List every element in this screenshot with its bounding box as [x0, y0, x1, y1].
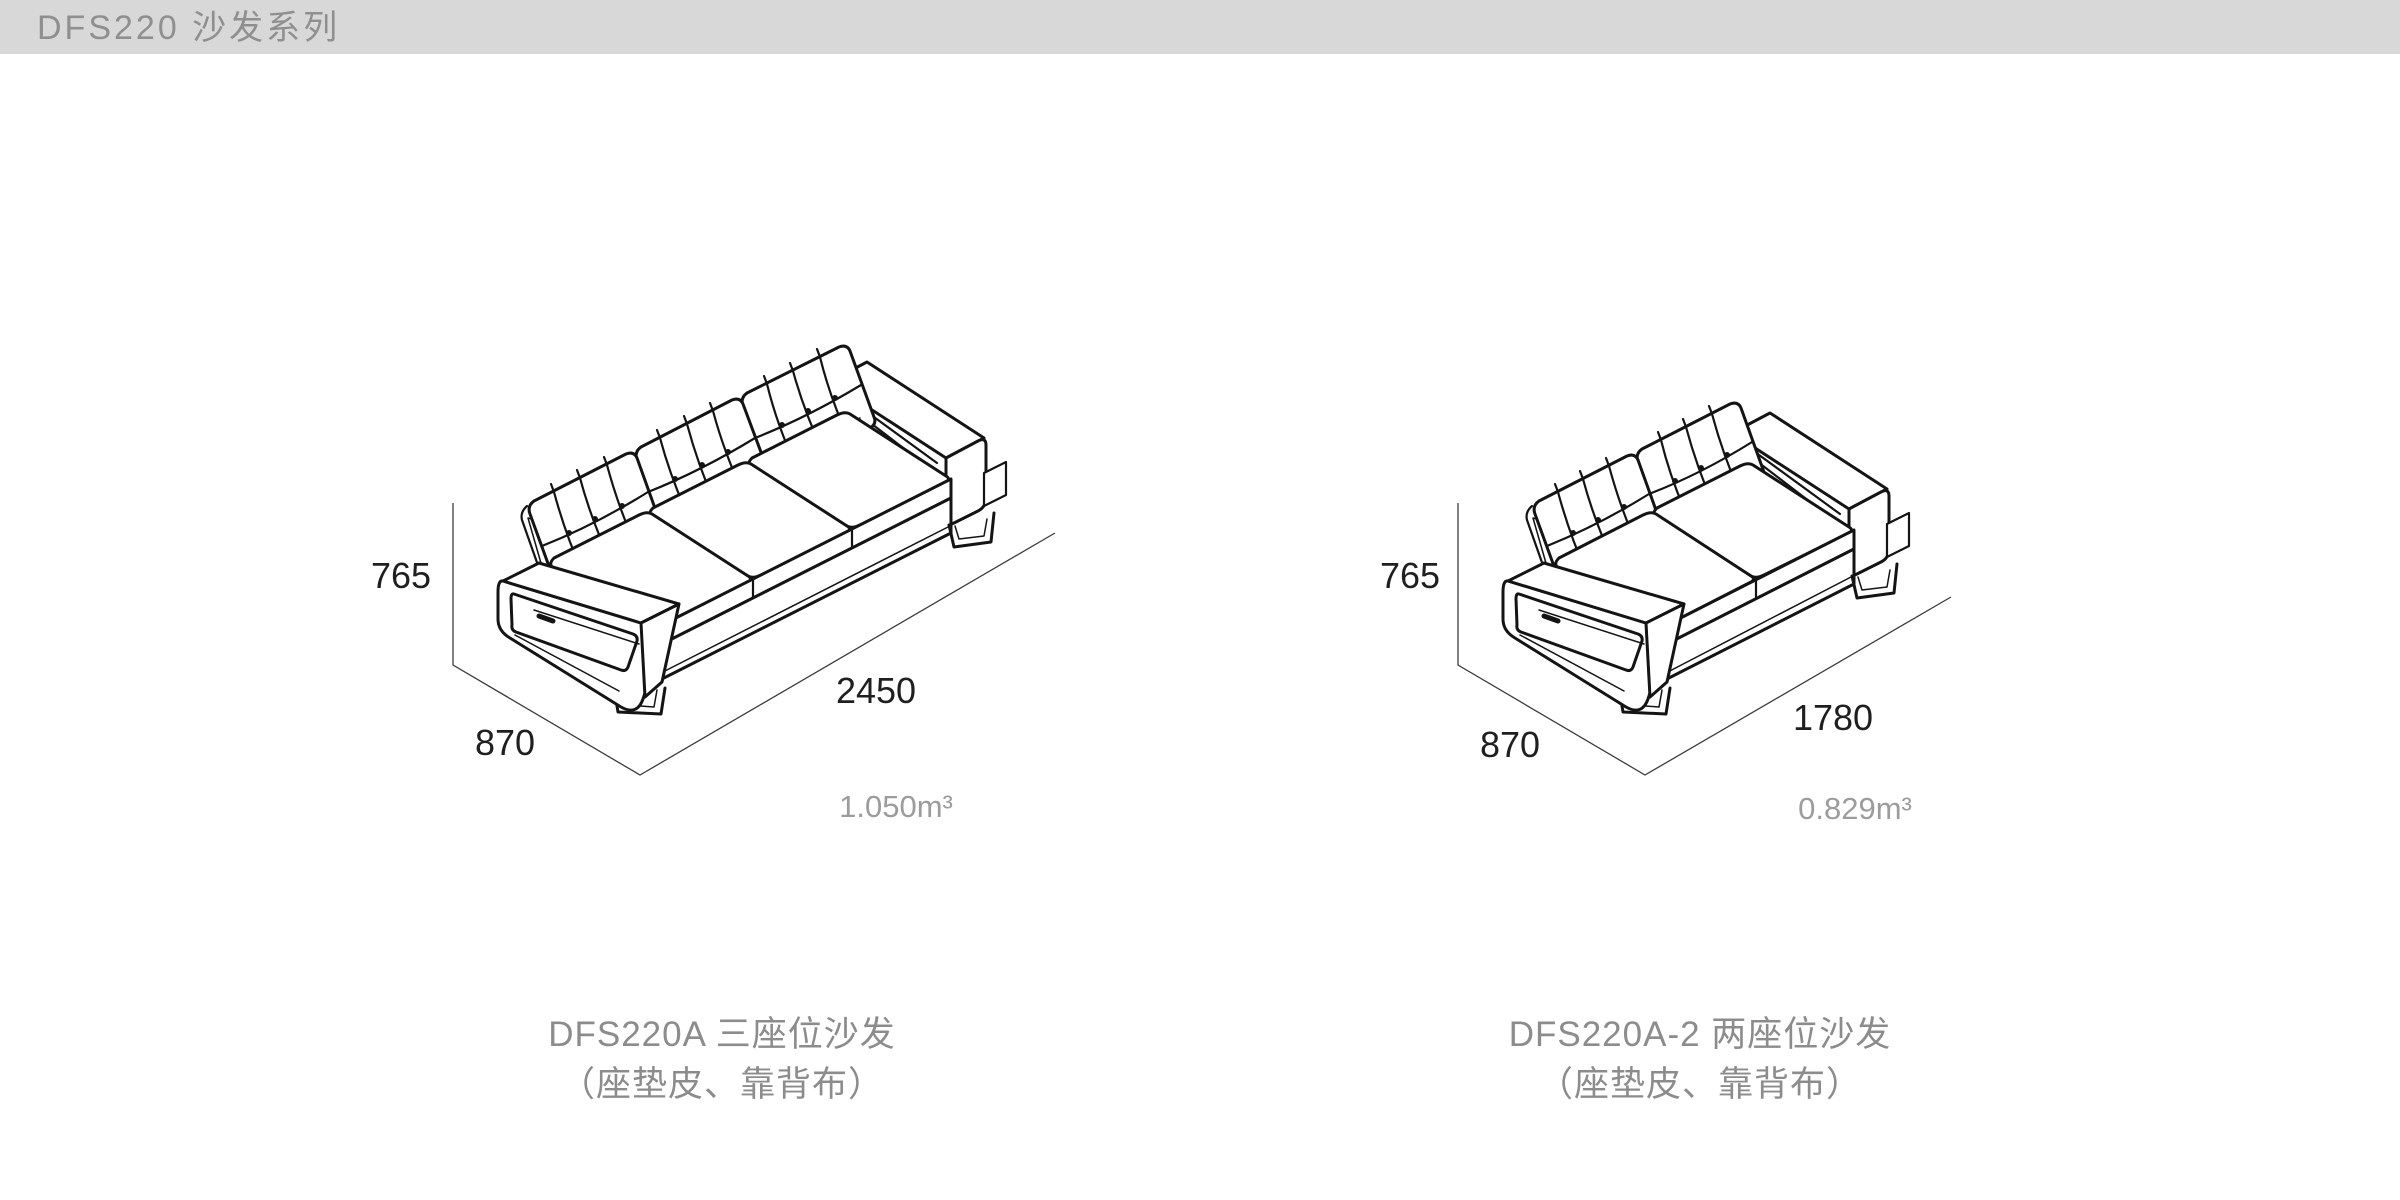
- width-dimension-label: 1780: [1793, 697, 1873, 738]
- width-dimension-label: 2450: [836, 670, 916, 711]
- material-note: （座垫皮、靠背布）: [559, 1065, 884, 1104]
- three-seat-sofa-figure: 765 870 2450 1.050m³: [371, 344, 1056, 824]
- dimension-lines: 765 870 2450 1.050m³: [371, 503, 1056, 824]
- dimension-lines: 765 870 1780 0.829m³: [1380, 503, 1952, 826]
- volume-label: 1.050m³: [839, 789, 953, 824]
- height-dimension-label: 765: [1380, 555, 1440, 596]
- two-seat-sofa-caption: DFS220A-2 两座位沙发 （座垫皮、靠背布）: [1320, 1010, 2080, 1110]
- sofa-line-drawing: [1501, 401, 1911, 716]
- page-title: DFS220 沙发系列: [37, 9, 341, 47]
- back-cushion-1: [1525, 453, 1664, 590]
- left-armrest: [496, 561, 681, 712]
- left-armrest: [1501, 561, 1686, 712]
- height-dimension-label: 765: [371, 555, 431, 596]
- model-name: DFS220A 三座位沙发: [548, 1015, 896, 1054]
- two-seat-sofa-figure: 765 870 1780 0.829m³: [1380, 401, 1952, 826]
- depth-dimension-label: 870: [1480, 724, 1540, 765]
- three-seat-sofa-caption: DFS220A 三座位沙发 （座垫皮、靠背布）: [342, 1010, 1102, 1110]
- sofa-line-drawing: [496, 344, 1008, 716]
- model-name: DFS220A-2 两座位沙发: [1508, 1015, 1892, 1054]
- volume-label: 0.829m³: [1798, 791, 1912, 826]
- right-armrest: [1730, 411, 1891, 577]
- material-note: （座垫皮、靠背布）: [1537, 1065, 1862, 1104]
- header-bar: DFS220 沙发系列: [0, 0, 2400, 54]
- depth-dimension-label: 870: [475, 722, 535, 763]
